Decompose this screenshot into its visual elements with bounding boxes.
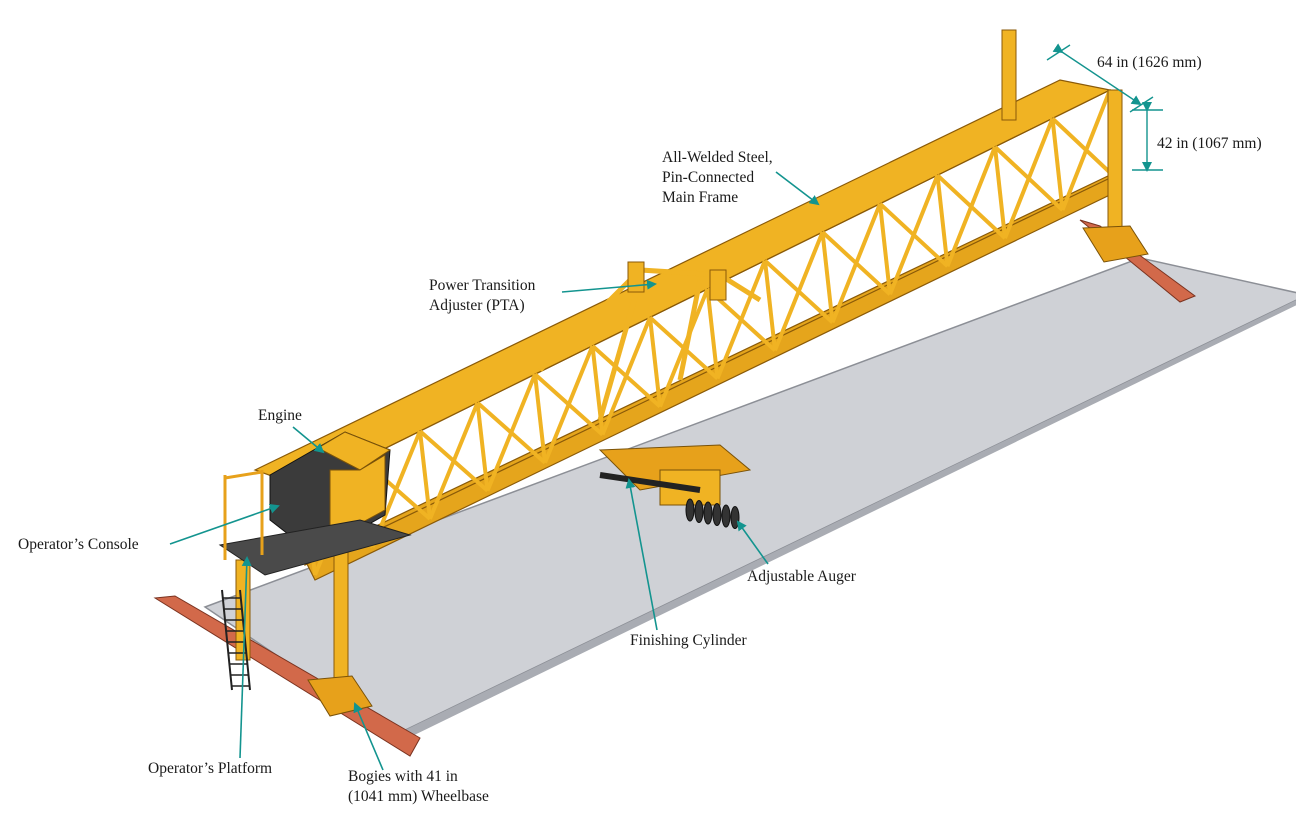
truss-member bbox=[475, 402, 490, 492]
truss-member bbox=[1003, 117, 1055, 239]
console-arrow bbox=[169, 503, 280, 545]
engine-arrow bbox=[292, 426, 325, 454]
truss-member bbox=[715, 259, 767, 380]
truss-member bbox=[935, 175, 950, 267]
truss-member bbox=[888, 174, 940, 296]
dim-64-line bbox=[1052, 43, 1142, 106]
label-pta-line2: Adjuster (PTA) bbox=[429, 297, 525, 314]
dimension-lines bbox=[1046, 43, 1163, 172]
truss-member bbox=[428, 401, 480, 520]
finishing-carriage bbox=[598, 444, 752, 506]
pta-arrow bbox=[561, 279, 657, 293]
bogies-arrow bbox=[353, 702, 384, 771]
label-operators-platform: Operator’s Platform bbox=[148, 760, 273, 777]
truss-member bbox=[1050, 118, 1065, 211]
auger-arrow bbox=[736, 520, 769, 565]
pta-structure bbox=[538, 261, 762, 421]
main-frame-arrow bbox=[775, 171, 820, 206]
label-finishing-cylinder: Finishing Cylinder bbox=[630, 632, 747, 649]
auger-flights bbox=[685, 498, 740, 529]
cylinder-arrow bbox=[625, 478, 658, 631]
truss-member bbox=[705, 288, 720, 379]
truss-member bbox=[773, 231, 825, 352]
slab-edge bbox=[395, 300, 1296, 742]
auger-flight bbox=[694, 500, 704, 523]
label-main-frame-line1: All-Welded Steel, bbox=[662, 149, 773, 166]
truss-member bbox=[820, 231, 835, 323]
label-main-frame-line3: Main Frame bbox=[662, 189, 739, 206]
truss-member bbox=[533, 374, 547, 463]
truss-member bbox=[1060, 89, 1112, 211]
truss-member bbox=[830, 202, 882, 324]
label-bogies-line2: (1041 mm) Wheelbase bbox=[348, 788, 489, 805]
label-height-dimension: 42 in (1067 mm) bbox=[1157, 135, 1262, 152]
auger-flight bbox=[685, 498, 695, 522]
truss-member bbox=[763, 260, 777, 351]
ladder-rungs bbox=[223, 597, 249, 687]
label-adjustable-auger: Adjustable Auger bbox=[747, 568, 856, 585]
truss-member bbox=[485, 373, 537, 492]
truss-member bbox=[878, 203, 892, 295]
auger-flight bbox=[703, 501, 713, 525]
truss-member bbox=[543, 345, 595, 464]
auger-flight bbox=[721, 504, 731, 528]
truss-member bbox=[658, 288, 710, 408]
label-engine: Engine bbox=[258, 407, 302, 424]
label-main-frame: All-Welded Steel, Pin-Connected Main Fra… bbox=[662, 148, 773, 208]
truss-member bbox=[993, 146, 1007, 239]
label-width-dimension: 64 in (1626 mm) bbox=[1097, 54, 1202, 71]
truss-member bbox=[418, 430, 432, 520]
label-bogies: Bogies with 41 in (1041 mm) Wheelbase bbox=[348, 767, 489, 807]
truss-member bbox=[945, 146, 997, 267]
auger-flight bbox=[712, 503, 722, 526]
label-pta-line1: Power Transition bbox=[429, 277, 536, 294]
label-main-frame-line2: Pin-Connected bbox=[662, 169, 755, 186]
truss-member bbox=[600, 316, 652, 436]
auger-flight bbox=[730, 506, 740, 529]
label-bogies-line1: Bogies with 41 in bbox=[348, 768, 458, 785]
callout-arrows bbox=[169, 171, 820, 771]
truss-member bbox=[648, 317, 662, 407]
label-operators-console: Operator’s Console bbox=[18, 536, 139, 553]
platform-arrow bbox=[239, 556, 252, 759]
label-pta: Power Transition Adjuster (PTA) bbox=[429, 276, 535, 316]
